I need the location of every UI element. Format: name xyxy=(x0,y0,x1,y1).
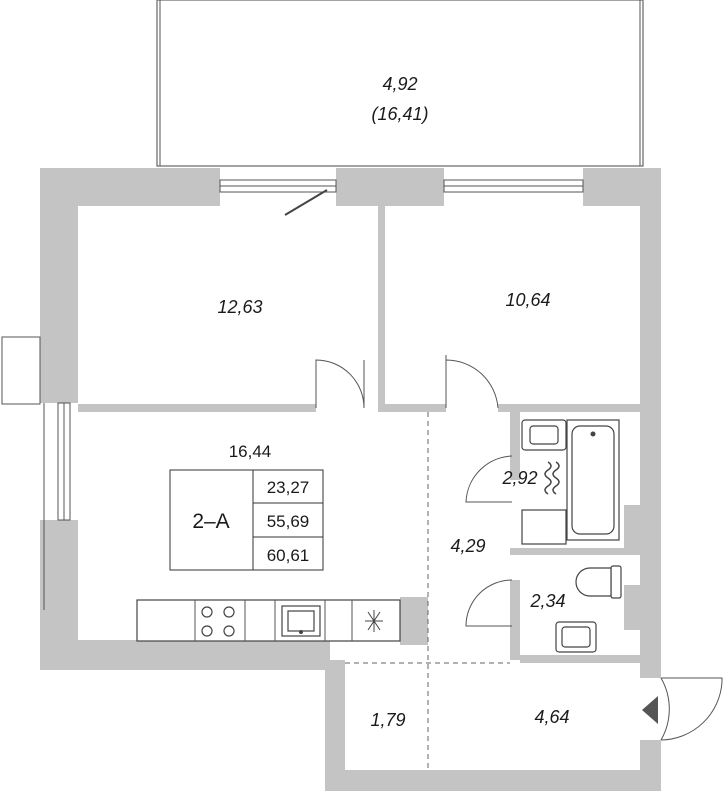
unit-code: 2–А xyxy=(192,510,229,533)
windows xyxy=(43,179,584,610)
kitchen-counter xyxy=(136,599,401,642)
entrance-arrow-icon xyxy=(642,696,658,724)
towel-radiator xyxy=(544,461,552,495)
facade-box xyxy=(1,336,41,405)
living-kitchen-area: 16,44 xyxy=(229,442,272,461)
room-labels: 4,92 (16,41) 12,63 10,64 16,44 2,92 4,29… xyxy=(217,74,569,730)
total-area-with-balcony-value: 60,61 xyxy=(267,546,310,565)
bathroom-fixtures xyxy=(521,419,620,545)
total-area-value: 55,69 xyxy=(267,512,310,531)
walls xyxy=(40,168,661,791)
toilet-fixtures xyxy=(555,565,622,653)
washing-machine xyxy=(521,509,567,545)
stove-burner xyxy=(223,606,235,618)
apartment-summary-table: 2–А 23,27 55,69 60,61 xyxy=(169,469,324,571)
balcony-door xyxy=(284,189,328,216)
toilet-bowl xyxy=(575,567,612,597)
storage-area: 1,79 xyxy=(370,710,405,730)
balcony xyxy=(156,0,644,167)
fridge-icon xyxy=(365,610,383,632)
stove-burner xyxy=(201,625,213,637)
balcony-area: 4,92 xyxy=(382,74,417,94)
bedroom-right-area: 10,64 xyxy=(505,290,550,310)
stove-burner xyxy=(201,606,213,618)
door-swings xyxy=(315,355,723,741)
toilet-tank xyxy=(610,565,622,599)
stove-burner xyxy=(223,625,235,637)
corridor-area: 4,29 xyxy=(450,536,485,556)
zone-lines xyxy=(345,412,510,770)
bedroom-left-area: 12,63 xyxy=(217,297,262,317)
living-area-value: 23,27 xyxy=(267,478,310,497)
toilet-area: 2,34 xyxy=(529,591,565,611)
bathroom-area: 2,92 xyxy=(501,468,537,488)
hall-area: 4,64 xyxy=(534,707,569,727)
balcony-area-full: (16,41) xyxy=(371,104,428,124)
